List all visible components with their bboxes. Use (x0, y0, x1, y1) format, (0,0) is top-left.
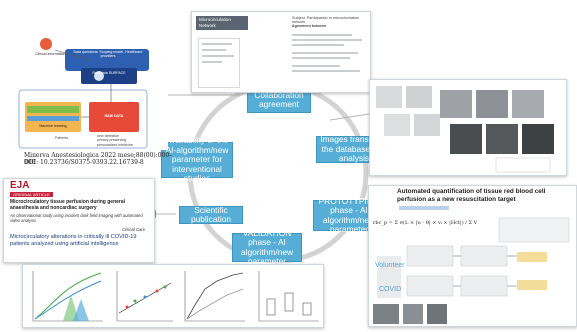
citation-line-1: Minerva Anestesiologica 2022 mese;88(00)… (24, 152, 173, 166)
step-scientific-publication: Scientific publication (179, 205, 243, 224)
image-analysis-figure (376, 86, 554, 173)
bullet-item: privacy preserving (97, 138, 127, 143)
clinical-info-label: Clinical information (35, 52, 66, 56)
quantification-figure (373, 217, 570, 324)
validation-charts (32, 271, 319, 322)
chart-1 (32, 271, 103, 322)
logo-line-2: Network (199, 23, 216, 28)
network-logo: Microcirculation Network (196, 16, 248, 30)
machine-learning-label: Machine learning (39, 124, 67, 128)
article-type: ORIGINAL ARTICLE (10, 192, 53, 197)
real-data-label: Real data SURFACE (92, 71, 126, 75)
quantification-panel: Automated quantification of tissue red b… (368, 185, 577, 327)
architecture-panel: Clinical information Data questions: Sco… (11, 32, 168, 150)
journal-panel: EJA ORIGINAL ARTICLE Microcirculatory ti… (3, 178, 155, 263)
architecture-bullets: new detection privacy preserving persona… (97, 134, 145, 147)
network-agreement-panel: Microcirculation Network Subject: Partic… (191, 11, 371, 93)
article-title-2: Microcirculatory alterations in critical… (10, 234, 137, 247)
raw-data-label: RAW DATA (104, 114, 124, 118)
quantification-title: Automated quantification of tissue red b… (397, 188, 546, 203)
author-bar (399, 206, 449, 210)
patients-label: Patients (55, 136, 68, 140)
article-subtitle-1: An observational study using incident da… (10, 213, 143, 223)
architecture-diagram (18, 38, 149, 149)
citation-line-2: DOI: 10.23736/S0375-9393.22.16739-8 (24, 159, 144, 166)
logo-line-1: Microcirculation (199, 17, 231, 22)
step-validation-phase: VALIDATION phase - AI algorithm/new para… (232, 228, 302, 266)
chart-2 (116, 271, 173, 322)
chart-3 (184, 271, 245, 322)
subject-line: Subject: Participation in microcirculati… (292, 16, 360, 25)
chart-4 (258, 271, 319, 322)
data-questions-label: Data questions: Scoping model, Healthcar… (73, 50, 143, 59)
images-analysis-panel (369, 79, 567, 176)
network-form (198, 38, 240, 88)
covid-label: COVID (379, 286, 402, 293)
validation-charts-panel (22, 264, 324, 328)
volunteer-label: Volunteer (375, 262, 405, 269)
bullet-item: new detection (97, 134, 120, 138)
bullet-item: personalized medicine (97, 142, 133, 147)
journal-name: EJA (10, 180, 30, 191)
step-availability: Availability of the AI-algorithm/new par… (161, 136, 233, 183)
formula: rbc_p = Σ σ(L × |vᵢ · θ| × vᵢ × |Hct|) /… (373, 220, 478, 226)
article-title-1: Microcirculatory tissue perfusion during… (10, 199, 126, 211)
agreement-heading: Agreement between (292, 24, 327, 28)
section-label: Critical Care (122, 227, 146, 232)
